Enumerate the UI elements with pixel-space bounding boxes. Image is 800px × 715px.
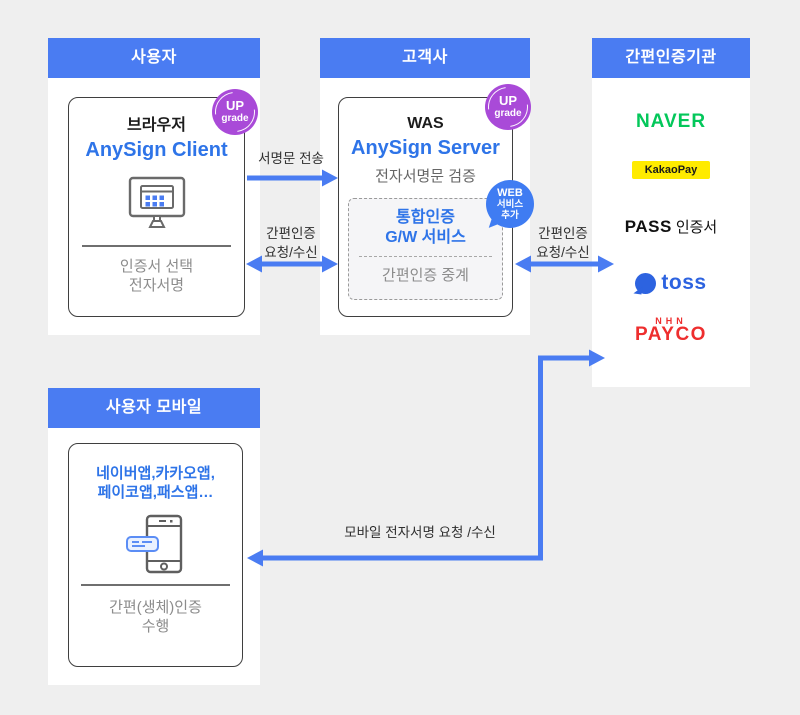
provider-panel-header: 간편인증기관 — [592, 38, 750, 78]
auth-left-label-line2: 요청/수신 — [264, 245, 318, 260]
mobile-apps-text: 네이버앱,카카오앱, 페이코앱,패스앱… — [96, 464, 215, 502]
user-panel-header: 사용자 — [48, 38, 260, 78]
mobile-panel-header: 사용자 모바일 — [48, 388, 260, 428]
mobile-sign-label: 모바일 전자서명 요청 /수신 — [344, 525, 496, 540]
mobile-apps-line2: 페이코앱,패스앱… — [97, 484, 214, 501]
upgrade-badge-line2: grade — [221, 113, 249, 124]
auth-right-label-line1: 간편인증 — [538, 226, 588, 241]
mobile-auth-card: 네이버앱,카카오앱, 페이코앱,패스앱… 간편(생체)인증 — [68, 443, 243, 667]
monitor-icon — [128, 176, 185, 228]
phone-icon — [125, 514, 182, 574]
web-badge-line3: 추가 — [501, 210, 519, 221]
browser-title: 브라우저 — [127, 117, 186, 134]
upgrade-badge: UP grade — [212, 89, 258, 135]
payco-logo: NHN PAYCO — [592, 316, 750, 345]
web-badge-line1: WEB — [497, 187, 523, 199]
auth-left-label: 간편인증 요청/수신 — [244, 224, 338, 262]
toss-text: toss — [661, 271, 707, 294]
mobile-apps-line1: 네이버앱,카카오앱, — [96, 465, 215, 482]
toss-logo: toss — [592, 271, 750, 295]
auth-right-label: 간편인증 요청/수신 — [516, 224, 610, 262]
user-mobile-panel: 사용자 모바일 네이버앱,카카오앱, 페이코앱,패스앱… — [48, 388, 260, 685]
customer-panel-header: 고객사 — [320, 38, 530, 78]
customer-panel: 고객사 UP grade WEB 서비스 추가 WAS AnySign Serv… — [320, 38, 534, 335]
signature-verify-text: 전자서명문 검증 — [375, 168, 476, 185]
auth-right-label-line2: 요청/수신 — [536, 245, 590, 260]
kakaopay-logo: Kakao Pay — [592, 161, 750, 179]
was-title: WAS — [407, 115, 444, 132]
card-divider — [82, 245, 231, 247]
kakaopay-text-kakao: Kakao — [644, 164, 678, 176]
anysign-server-brand: AnySign Server — [351, 137, 500, 159]
browser-client-card: 브라우저 AnySign Client 인증서 선택 전자서명 — [68, 97, 245, 317]
web-badge-line2: 서비스 — [496, 199, 524, 210]
upgrade-badge-line1: UP — [498, 93, 518, 108]
gateway-line2: G/W 서비스 — [385, 229, 466, 246]
pass-suffix-text: 인증서 — [675, 219, 718, 236]
cert-select-text: 인증서 선택 — [119, 258, 194, 275]
kakaopay-text-pay: Pay — [677, 164, 698, 176]
mobile-card-footer: 간편(생체)인증 수행 — [109, 598, 202, 636]
upgrade-badge-line1: UP — [225, 98, 245, 113]
gateway-line1: 통합인증 — [396, 209, 455, 226]
toss-bubble-icon — [635, 272, 657, 294]
perform-text: 수행 — [141, 618, 170, 635]
auth-provider-panel: 간편인증기관 NAVER Kakao Pay PASS 인증서 toss NHN… — [592, 38, 750, 387]
digital-sign-text: 전자서명 — [128, 277, 185, 294]
auth-gateway-box: 통합인증 G/W 서비스 간편인증 중계 — [348, 198, 503, 300]
bio-auth-text: 간편(생체)인증 — [109, 599, 202, 616]
kakaopay-chip: Kakao Pay — [632, 161, 710, 179]
upgrade-badge-line2: grade — [494, 108, 522, 119]
web-service-badge: WEB 서비스 추가 — [486, 180, 534, 228]
anysign-client-brand: AnySign Client — [85, 139, 228, 161]
auth-left-label-line1: 간편인증 — [266, 226, 316, 241]
sign-send-label: 서명문 전송 — [258, 151, 324, 166]
user-card-footer: 인증서 선택 전자서명 — [120, 257, 193, 295]
pass-brand-text: PASS — [624, 216, 672, 236]
upgrade-badge: UP grade — [485, 84, 531, 130]
payco-text: PAYCO — [635, 324, 707, 345]
naver-logo: NAVER — [635, 111, 707, 132]
nhn-text: NHN — [655, 316, 687, 326]
auth-relay-text: 간편인증 중계 — [382, 267, 469, 284]
chat-bubble-icon — [125, 536, 159, 552]
card-divider — [81, 584, 230, 586]
user-panel: 사용자 UP grade 브라우저 AnySign Client — [48, 38, 260, 335]
anysign-server-card: WAS AnySign Server 전자서명문 검증 통합인증 G/W 서비스… — [338, 97, 513, 317]
gateway-divider — [359, 256, 492, 257]
pass-logo: PASS 인증서 — [592, 216, 750, 237]
